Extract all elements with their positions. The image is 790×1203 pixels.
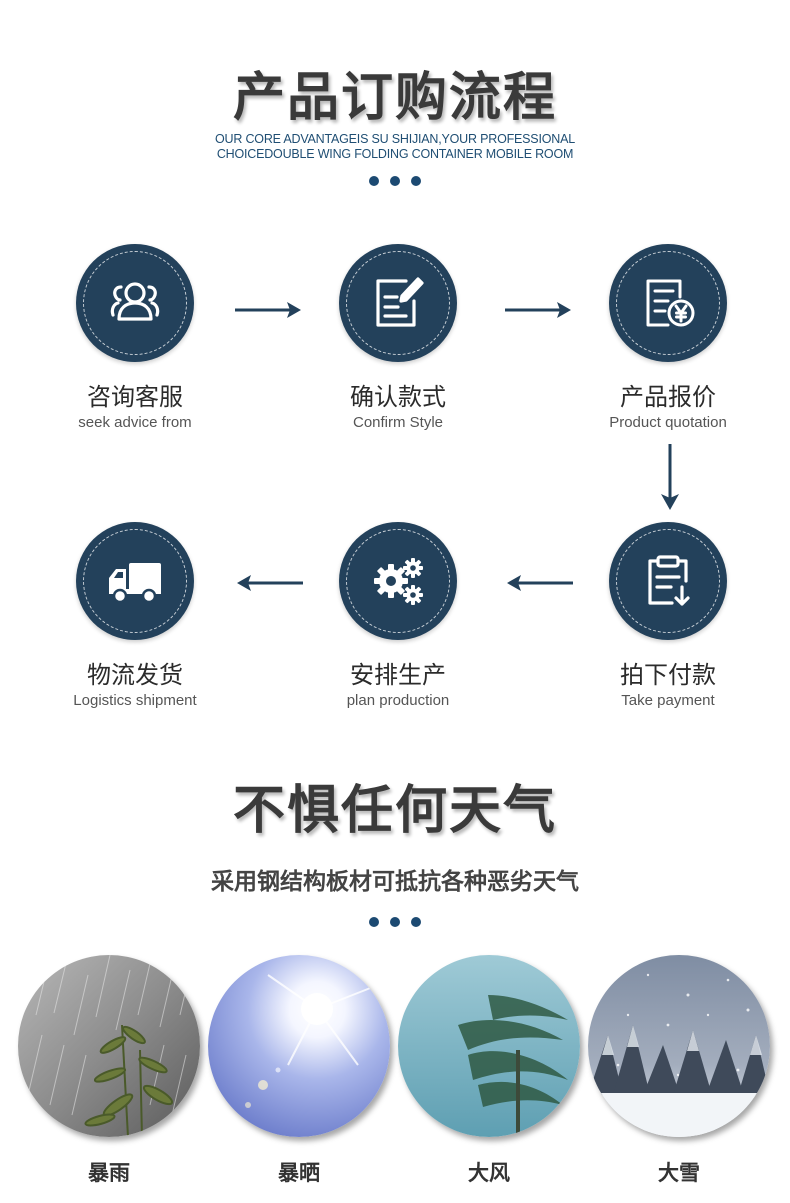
step-quotation: 产品报价 Product quotation [568,244,768,431]
page-title: 产品订购流程 [232,68,557,128]
blazing-sun-photo [208,955,390,1137]
truck-icon [109,563,161,604]
step-title: 确认款式 [350,383,446,411]
weather-label: 暴雨 [88,1161,130,1185]
step-production: 安排生产 plan production [298,522,498,709]
step-icon-circle [609,522,727,640]
weather-item-rain: 暴雨 [18,955,200,1187]
step-icon-circle [339,522,457,640]
divider-dots [0,176,790,186]
heavy-snow-photo [588,955,770,1137]
clipboard-download-icon [648,555,690,606]
divider-dots [0,917,790,927]
gears-icon [374,558,423,605]
step-consult: 咨询客服 seek advice from [35,244,235,431]
arrow-right-icon [505,302,571,318]
step-payment: 拍下付款 Take payment [568,522,768,709]
step-icon-circle [339,244,457,362]
step-shipment: 物流发货 Logistics shipment [35,522,235,709]
step-subtitle: Logistics shipment [73,692,197,709]
step-title: 咨询客服 [87,383,183,411]
step-subtitle: Take payment [621,692,715,709]
subtitle-line-1: OUR CORE ADVANTAGEIS SU SHIJIAN,YOUR PRO… [215,132,575,146]
arrow-left-icon [237,575,303,591]
weather-section-tagline: 采用钢结构板材可抵抗各种恶劣天气 [211,869,579,895]
weather-label: 大雪 [658,1161,700,1185]
weather-item-snow: 大雪 [588,955,770,1187]
step-title: 安排生产 [350,661,446,689]
step-subtitle: Confirm Style [352,414,444,431]
arrow-down-icon [661,444,679,510]
weather-item-wind: 大风 [398,955,580,1187]
weather-label: 暴晒 [278,1161,320,1185]
weather-section-title: 不惧任何天气 [232,781,557,841]
step-title: 产品报价 [620,383,716,411]
step-title: 拍下付款 [620,661,716,689]
weather-label: 大风 [468,1161,510,1185]
arrow-left-icon [507,575,573,591]
step-title: 物流发货 [87,661,183,689]
step-icon-circle [609,244,727,362]
step-icon-circle [76,522,194,640]
step-subtitle: plan production [346,692,450,709]
weather-item-sun: 暴晒 [208,955,390,1187]
edit-document-icon [376,277,424,327]
users-icon [110,282,160,321]
quotation-yen-icon [646,279,695,327]
step-subtitle: seek advice from [78,414,192,431]
heavy-rain-photo [18,955,200,1137]
step-confirm-style: 确认款式 Confirm Style [298,244,498,431]
arrow-right-icon [235,302,301,318]
step-icon-circle [76,244,194,362]
strong-wind-photo [398,955,580,1137]
step-subtitle: Product quotation [609,414,727,431]
subtitle-line-2: CHOICEDOUBLE WING FOLDING CONTAINER MOBI… [216,147,574,161]
subtitle: OUR CORE ADVANTAGEIS SU SHIJIAN,YOUR PRO… [200,132,590,162]
